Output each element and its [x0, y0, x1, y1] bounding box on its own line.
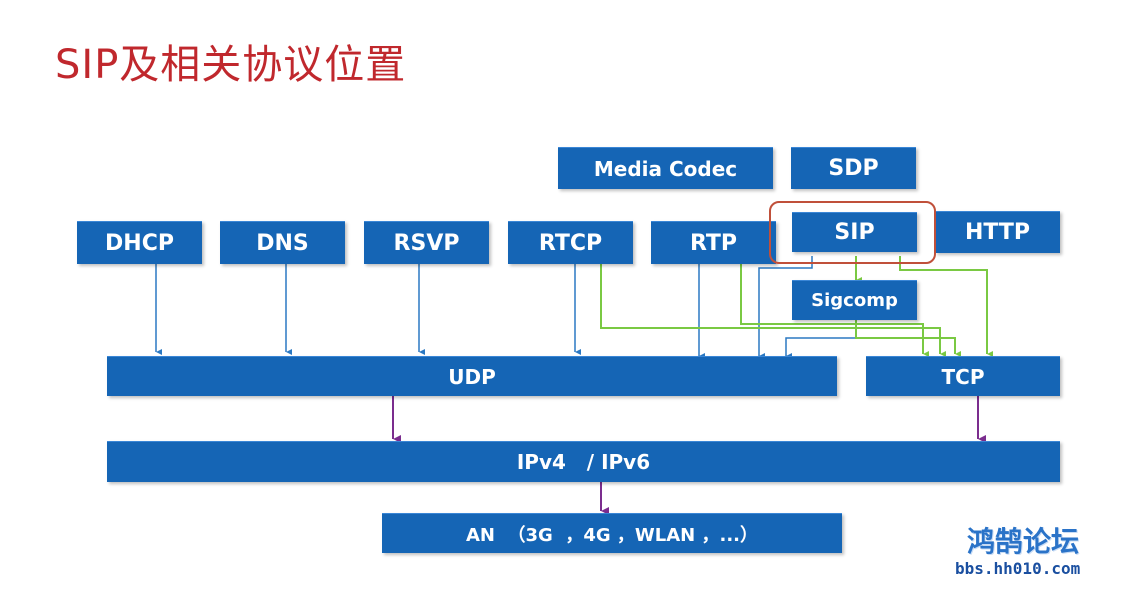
rsvp-box: RSVP [364, 221, 489, 264]
sigcomp-to-udp-arrow [785, 320, 857, 356]
sdp-box: SDP [791, 147, 916, 189]
sip-highlight-frame [769, 201, 936, 264]
dns-box: DNS [220, 221, 345, 264]
udp-layer: UDP [107, 356, 837, 396]
rtcp-box: RTCP [508, 221, 633, 264]
sigcomp-to-tcp-arrow [855, 320, 955, 354]
media-codec-box: Media Codec [558, 147, 773, 189]
access-network-label: AN （3G ，4G ，WLAN ，...） [465, 524, 759, 546]
http-box: HTTP [935, 211, 1060, 253]
watermark-url: bbs.hh010.com [955, 559, 1081, 578]
watermark-logo: 鸿鹄论坛 [967, 525, 1080, 558]
access-network-layer: AN （3G ，4G ，WLAN ，...） [382, 513, 842, 553]
tcp-layer: TCP [866, 356, 1060, 396]
page-title: SIP及相关协议位置 [55, 42, 407, 88]
ip-layer-label: IPv4 / IPv6 [516, 450, 651, 474]
sigcomp-box: Sigcomp [792, 280, 917, 320]
rtp-box: RTP [651, 221, 776, 264]
dhcp-box: DHCP [77, 221, 202, 264]
ip-layer: IPv4 / IPv6 [107, 441, 1060, 482]
rtcp-to-tcp-arrow [600, 264, 940, 354]
sip-box: SIP [792, 212, 917, 252]
